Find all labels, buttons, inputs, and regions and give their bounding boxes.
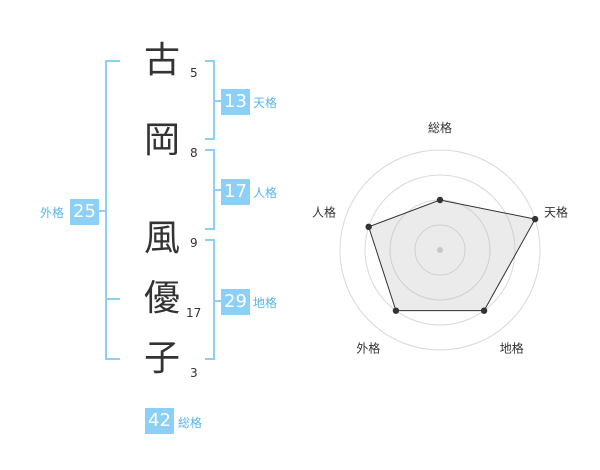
radar-grid-ring [339,149,541,351]
jinkaku-score: 17 [221,179,250,205]
stroke-count-3: 9 [190,236,198,250]
name-char-4: 優 [143,278,180,319]
radar-point-5 [365,223,372,231]
chikaku-bracket [205,239,215,360]
name-char-2: 岡 [143,120,180,161]
radar-grid-ring [364,174,516,326]
soukaku-score: 42 [145,408,174,434]
radar-point-4 [392,307,400,314]
radar-grid-ring [414,224,466,276]
radar-point-2 [531,215,539,223]
radar-point-3 [480,307,488,314]
stroke-count-1: 5 [190,66,198,80]
radar-axis-label-3: 地格 [500,341,524,356]
radar-point-1 [436,196,444,204]
soukaku-label: 総格 [178,416,203,430]
radar-center-dot [437,247,443,253]
radar-axis-label-5: 人格 [312,204,336,219]
stroke-count-2: 8 [190,146,198,160]
name-char-1: 古 [143,40,180,81]
radar-axis-label-4: 外格 [356,341,380,356]
jinkaku-label: 人格 [253,186,278,200]
radar-axis-label-1: 総格 [428,120,452,135]
name-char-3: 風 [143,218,180,259]
chikaku-score: 29 [221,289,250,315]
tenkaku-score: 13 [221,89,250,115]
chikaku-label: 地格 [253,296,278,310]
radar-axis-label-2: 天格 [544,204,568,219]
gaikaku-label: 外格 [40,206,65,220]
radar-data-polygon [368,199,536,312]
stroke-count-4: 17 [186,306,202,320]
stroke-count-5: 3 [190,366,198,380]
name-char-5: 子 [143,338,180,379]
tenkaku-label: 天格 [253,96,278,110]
gaikaku-score: 25 [70,199,99,225]
